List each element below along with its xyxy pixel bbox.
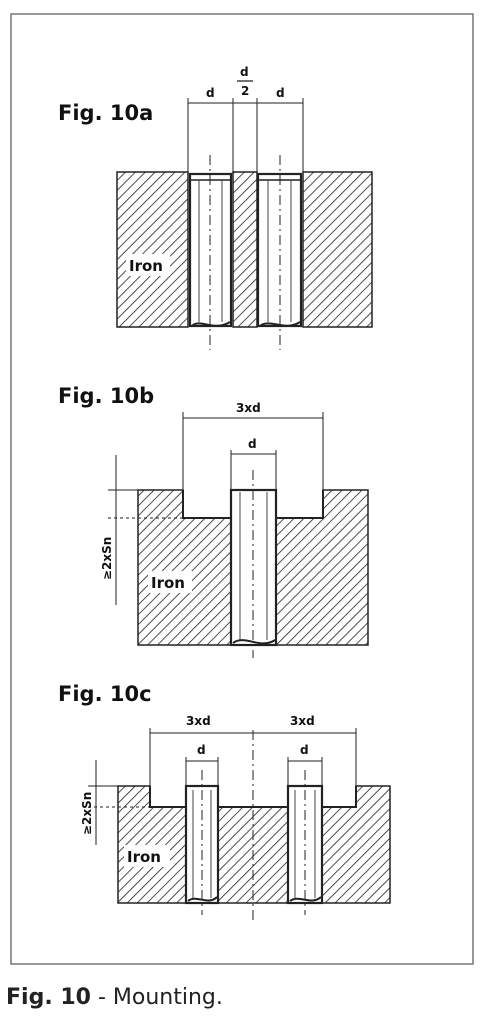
fig-10c-dim-3xd-left: 3xd xyxy=(186,714,211,728)
fig-10c-dim-depth: ≥2xSn xyxy=(80,792,94,835)
fig-10c-dim-d-right: d xyxy=(300,743,309,757)
fig-10b-dim-3xd: 3xd xyxy=(236,401,261,415)
fig-10b-dim-depth: ≥2xSn xyxy=(100,537,114,580)
fig-10c-dim-3xd-right: 3xd xyxy=(290,714,315,728)
caption-separator: - xyxy=(90,985,113,1010)
fig-10c: Fig. 10c 3xd 3xd d d xyxy=(58,682,391,920)
caption-figure-number: Fig. 10 xyxy=(6,985,91,1010)
caption-text: Mounting. xyxy=(112,985,223,1010)
fig-10a-material: Iron xyxy=(129,257,163,275)
outer-border xyxy=(10,13,474,965)
fig-10c-iron-block xyxy=(117,785,187,904)
fig-10b: Fig. 10b 3xd d ≥2xSn Iron xyxy=(58,384,369,658)
fig-10c-label: Fig. 10c xyxy=(58,682,152,706)
fig-10c-material: Iron xyxy=(127,848,161,866)
fig-10a-dim-half-num: d xyxy=(240,65,249,79)
fig-10a-iron-block xyxy=(116,171,189,328)
fig-10c-counterbore xyxy=(149,786,357,808)
fig-10a-dim-d-left: d xyxy=(206,86,215,100)
fig-10b-iron-block xyxy=(137,489,232,646)
fig-10a-dim-half-den: 2 xyxy=(241,84,249,98)
fig-10a-dim-d-right: d xyxy=(276,86,285,100)
fig-10c-dim-d-left: d xyxy=(197,743,206,757)
fig-10b-label: Fig. 10b xyxy=(58,384,154,408)
fig-10a: Fig. 10a d d 2 d Iron xyxy=(58,65,373,350)
fig-10a-label: Fig. 10a xyxy=(58,101,153,125)
figure-caption: Fig. 10 - Mounting. xyxy=(6,985,223,1010)
fig-10b-dim-d: d xyxy=(248,437,257,451)
fig-10b-material: Iron xyxy=(151,574,185,592)
